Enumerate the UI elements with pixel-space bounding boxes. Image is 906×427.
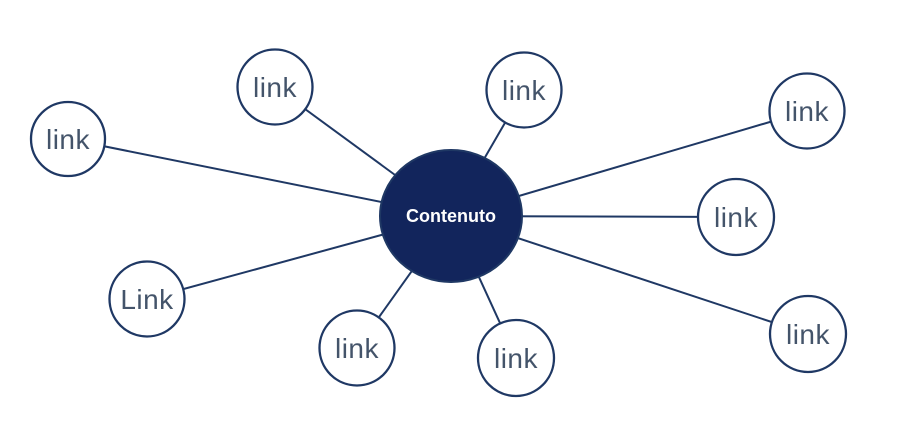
- link-node-label: link: [494, 343, 539, 374]
- link-node-label: Link: [120, 284, 174, 315]
- link-node-top-right: link: [768, 72, 846, 150]
- link-node-label: link: [502, 75, 547, 106]
- link-node-circle: [696, 177, 776, 257]
- link-node-circle: [318, 309, 396, 387]
- center-node-circle: [379, 149, 523, 283]
- link-node-top: link: [485, 51, 563, 129]
- link-node-circle: [108, 260, 186, 338]
- link-node-label: link: [46, 124, 91, 155]
- link-node-circle: [476, 318, 556, 398]
- link-node-top-left: link: [236, 48, 314, 126]
- link-node-left: link: [29, 100, 107, 178]
- link-node-right: link: [696, 177, 776, 257]
- center-node-label: Contenuto: [406, 206, 496, 226]
- link-node-circle: [29, 100, 107, 178]
- link-node-bottom-left-inner: link: [318, 309, 396, 387]
- link-node-circle: [236, 48, 314, 126]
- center-node: Contenuto: [379, 149, 523, 283]
- link-node-label: link: [714, 202, 759, 233]
- link-node-circle: [485, 51, 563, 129]
- link-node-label: link: [785, 96, 830, 127]
- link-node-label: link: [335, 333, 380, 364]
- link-node-label: link: [786, 319, 831, 350]
- link-node-bottom-right: link: [768, 294, 848, 374]
- link-node-label: link: [253, 72, 298, 103]
- link-node-circle: [768, 72, 846, 150]
- link-node-bottom-left: Link: [108, 260, 186, 338]
- link-node-bottom-right-inner: link: [476, 318, 556, 398]
- link-node-circle: [768, 294, 848, 374]
